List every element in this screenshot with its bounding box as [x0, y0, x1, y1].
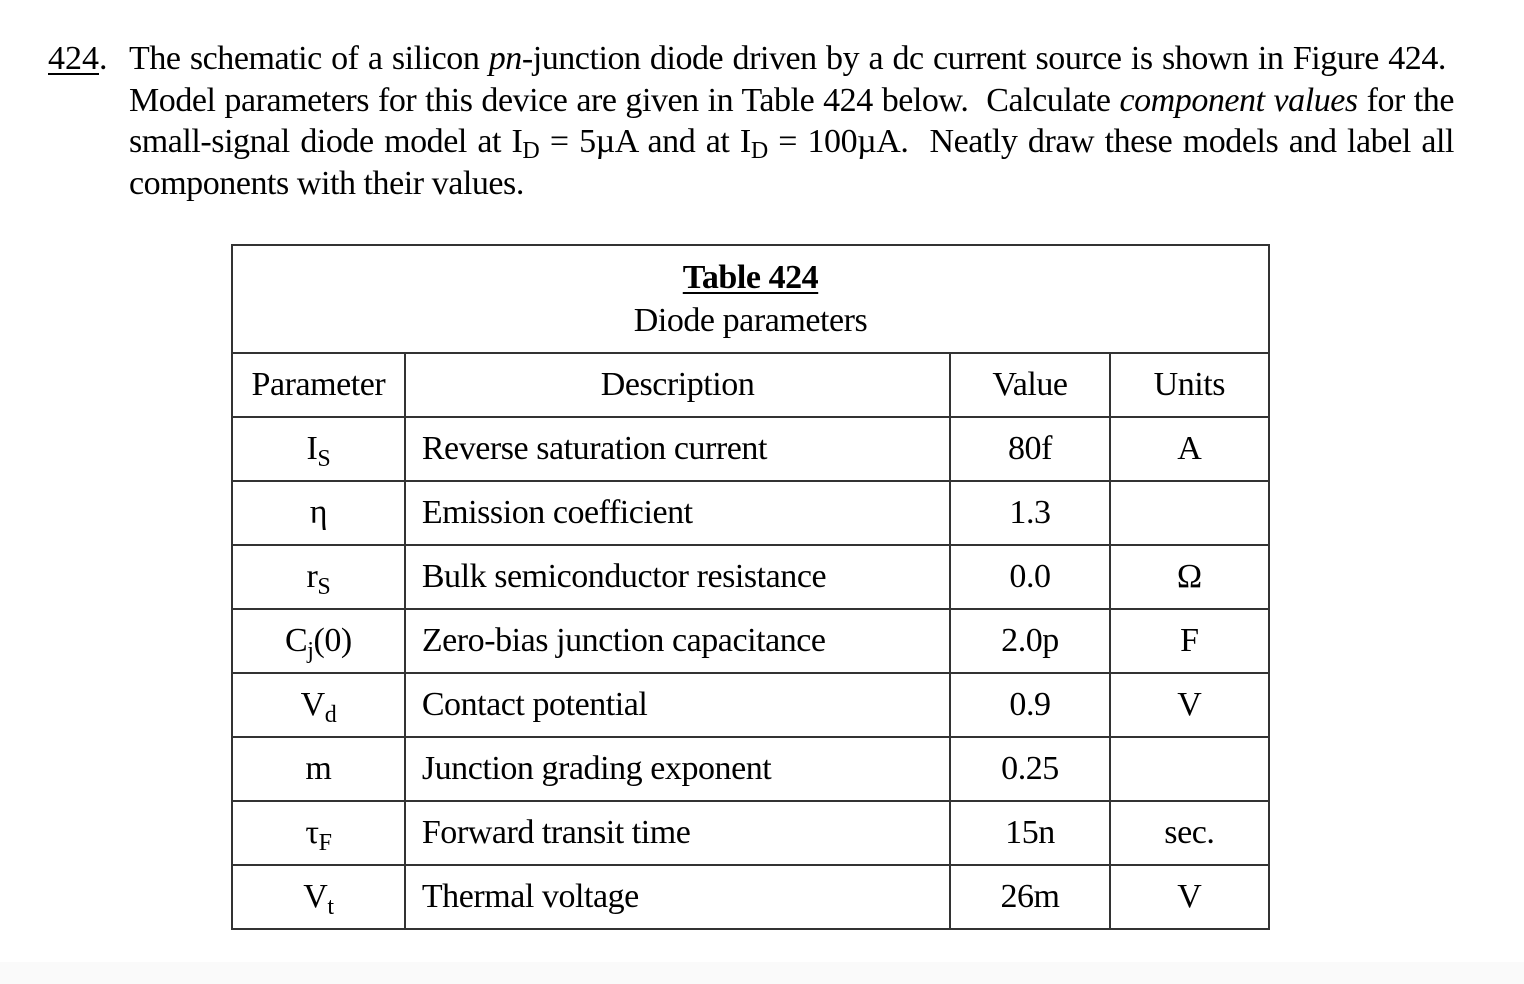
problem-number: 424.: [48, 40, 108, 77]
diode-parameters-table: Table 424 Diode parameters Parameter Des…: [231, 244, 1271, 930]
param-units: Ω: [1108, 544, 1271, 610]
param-symbol: Vt: [231, 864, 406, 930]
header-value: Value: [949, 352, 1111, 418]
param-symbol: τF: [231, 800, 406, 866]
param-value: 80f: [949, 416, 1111, 482]
param-value: 2.0p: [949, 608, 1111, 674]
param-symbol: rS: [231, 544, 406, 610]
param-value: 26m: [949, 864, 1111, 930]
problem-statement: 424. The schematic of a silicon pn-junct…: [48, 38, 1454, 204]
header-units: Units: [1108, 352, 1271, 418]
param-symbol: η: [231, 480, 406, 546]
header-description: Description: [403, 352, 952, 418]
header-parameter: Parameter: [231, 352, 406, 418]
param-value: 0.25: [949, 736, 1111, 802]
problem-text: The schematic of a silicon pn-junction d…: [129, 40, 1455, 202]
param-units: sec.: [1108, 800, 1271, 866]
table-title: Table 424: [682, 259, 819, 296]
param-description: Emission coefficient: [403, 480, 952, 546]
param-units: [1108, 736, 1271, 802]
param-units: F: [1108, 608, 1271, 674]
param-symbol: IS: [231, 416, 406, 482]
param-description: Reverse saturation current: [403, 416, 952, 482]
param-description: Thermal voltage: [403, 864, 952, 930]
param-description: Junction grading exponent: [403, 736, 952, 802]
param-symbol: Vd: [231, 672, 406, 738]
param-value: 1.3: [949, 480, 1111, 546]
param-value: 15n: [949, 800, 1111, 866]
param-description: Forward transit time: [403, 800, 952, 866]
table-subtitle: Diode parameters: [633, 302, 868, 339]
table-title-cell: Table 424 Diode parameters: [231, 244, 1270, 354]
param-symbol: m: [231, 736, 406, 802]
param-value: 0.0: [949, 544, 1111, 610]
table-title-row: Table 424 Diode parameters: [231, 244, 1270, 354]
param-description: Zero-bias junction capacitance: [403, 608, 952, 674]
param-units: V: [1108, 864, 1271, 930]
param-units: [1108, 480, 1271, 546]
param-description: Contact potential: [403, 672, 952, 738]
param-symbol: Cj(0): [231, 608, 406, 674]
param-description: Bulk semiconductor resistance: [403, 544, 952, 610]
param-units: A: [1108, 416, 1271, 482]
param-value: 0.9: [949, 672, 1111, 738]
page-bottom-band: [0, 962, 1524, 984]
table-header-row: Parameter Description Value Units: [231, 352, 1271, 418]
param-units: V: [1108, 672, 1271, 738]
